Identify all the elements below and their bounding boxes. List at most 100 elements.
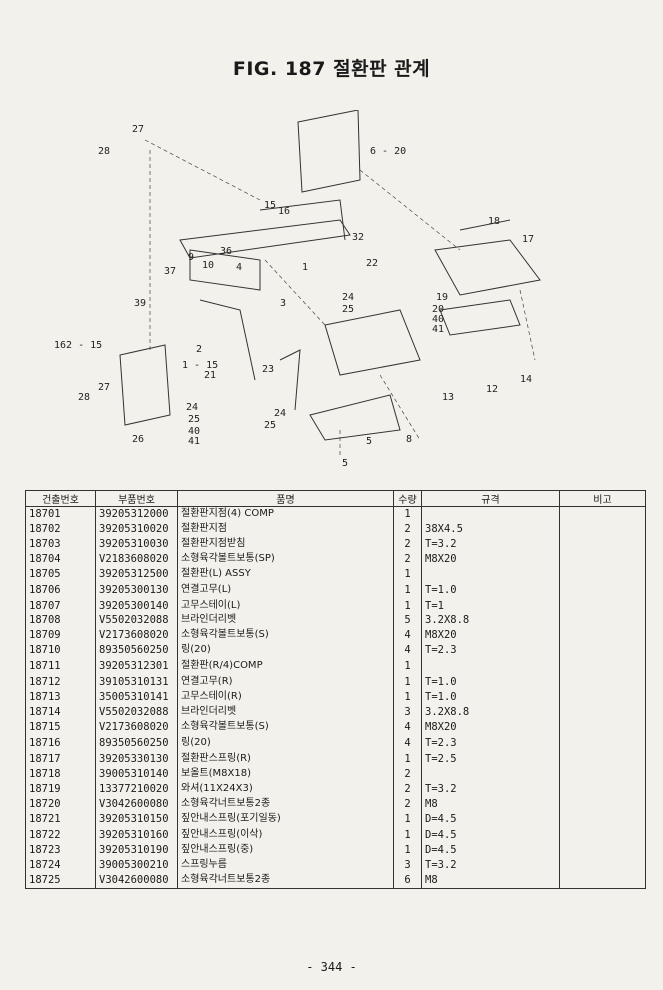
cell-qty: 5: [393, 613, 422, 629]
cell-part-no: 89350560250: [95, 643, 178, 659]
callout-22: 22: [366, 258, 378, 269]
cell-spec: M8: [421, 873, 560, 890]
cell-remarks: [559, 551, 646, 567]
cell-name: 연결고무(R): [177, 675, 394, 691]
cell-name: 짚안내스프링(중): [177, 843, 394, 859]
leader-line: [519, 289, 536, 361]
cell-spec: M8X20: [421, 551, 560, 567]
cell-part-no: V2173608020: [95, 628, 178, 644]
cell-part-no: V3042600080: [95, 796, 178, 812]
cell-part-no: 39205310150: [95, 811, 178, 829]
cell-name: 연결고무(L): [177, 581, 394, 599]
cell-ref-no: 18719: [25, 781, 96, 797]
cell-qty: 1: [393, 598, 422, 614]
cell-name: 절환판(R/4)COMP: [177, 658, 394, 676]
diagram-svg: 27 28 6 - 20 15 16 32 18 17 9 10 36 4 1 …: [54, 110, 541, 469]
col-header-part-no: 부품번호: [95, 490, 178, 507]
callout-23: 23: [262, 364, 274, 375]
callout-25b: 25: [188, 414, 200, 425]
cell-ref-no: 18703: [25, 536, 96, 552]
cell-remarks: [559, 843, 646, 859]
cell-name: 링(20): [177, 643, 394, 659]
callout-24b: 24: [186, 402, 198, 413]
cell-qty: 1: [393, 581, 422, 599]
cell-qty: 6: [393, 873, 422, 890]
cell-ref-no: 18706: [25, 581, 96, 599]
cell-spec: M8X20: [421, 719, 560, 735]
cell-qty: 1: [393, 566, 422, 582]
leader-line: [264, 259, 326, 326]
cell-ref-no: 18704: [25, 551, 96, 567]
cell-remarks: [559, 766, 646, 782]
col-header-ref-no: 건출번호: [25, 490, 96, 507]
cell-ref-no: 18710: [25, 643, 96, 659]
callout-2: 2: [196, 344, 202, 355]
cell-qty: 1: [393, 828, 422, 844]
cell-spec: T=1.0: [421, 581, 560, 599]
callout-28: 28: [98, 146, 110, 157]
spring-guide-part: [439, 299, 521, 336]
callout-17: 17: [522, 234, 534, 245]
callout-27: 27: [132, 124, 144, 135]
cell-ref-no: 18714: [25, 704, 96, 720]
cell-name: 절환판지점: [177, 521, 394, 537]
col-header-name: 품명: [177, 490, 394, 507]
cell-spec: [421, 766, 560, 782]
col-header-spec: 규격: [421, 490, 560, 507]
cell-remarks: [559, 734, 646, 752]
cell-part-no: 89350560250: [95, 734, 178, 752]
callout-8: 8: [406, 434, 412, 445]
cell-qty: 1: [393, 811, 422, 829]
callout-32: 32: [352, 232, 364, 243]
cell-spec: 38X4.5: [421, 521, 560, 537]
cell-name: 소형육각볼트보통(S): [177, 628, 394, 644]
callout-10: 10: [202, 260, 214, 271]
cell-spec: D=4.5: [421, 828, 560, 844]
rod-part: [459, 219, 511, 231]
rubber-link-part: [199, 299, 256, 381]
cell-qty: 1: [393, 675, 422, 691]
cell-remarks: [559, 598, 646, 614]
leader-line: [144, 139, 261, 201]
cell-part-no: 39205310020: [95, 521, 178, 537]
cell-name: 소형육각볼트보통(S): [177, 719, 394, 735]
cell-ref-no: 18725: [25, 873, 96, 890]
cell-spec: T=3.2: [421, 781, 560, 797]
cell-spec: T=1.0: [421, 675, 560, 691]
cell-spec: T=2.3: [421, 643, 560, 659]
cell-qty: 4: [393, 734, 422, 752]
callout-12: 12: [486, 384, 498, 395]
cell-name: 링(20): [177, 734, 394, 752]
callout-3: 3: [280, 298, 286, 309]
cell-remarks: [559, 811, 646, 829]
cell-name: 브라인더리벳: [177, 704, 394, 720]
cell-qty: 4: [393, 643, 422, 659]
cell-ref-no: 18702: [25, 521, 96, 537]
cell-ref-no: 18716: [25, 734, 96, 752]
cell-name: 소형육각너트보통2종: [177, 796, 394, 812]
cell-spec: T=2.5: [421, 751, 560, 767]
cell-remarks: [559, 566, 646, 582]
callout-26: 26: [132, 434, 144, 445]
cell-qty: 4: [393, 628, 422, 644]
callout-40: 40: [432, 314, 444, 325]
cell-part-no: V2183608020: [95, 551, 178, 567]
cell-remarks: [559, 796, 646, 812]
callout-36: 36: [220, 246, 232, 257]
cell-ref-no: 18712: [25, 675, 96, 691]
cell-ref-no: 18721: [25, 811, 96, 829]
callout-9: 9: [188, 252, 194, 263]
cell-qty: 3: [393, 858, 422, 874]
cell-remarks: [559, 521, 646, 537]
page-number: - 344 -: [306, 960, 357, 974]
